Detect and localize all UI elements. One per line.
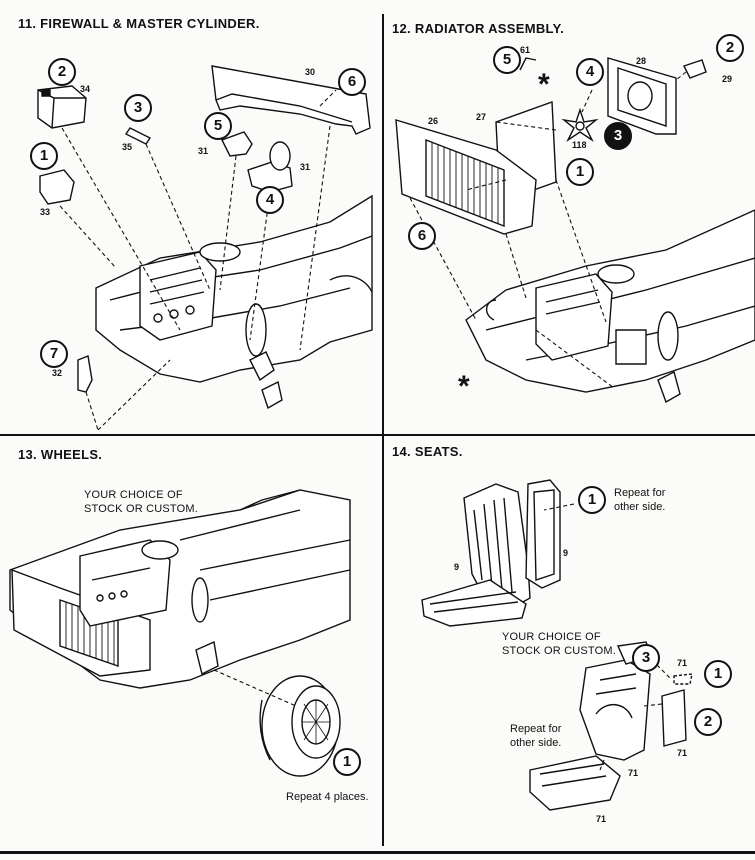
radiator-assembly-illustration <box>386 30 755 430</box>
callout-1: 1 <box>30 142 58 170</box>
part-number-27: 27 <box>476 112 487 122</box>
part-number-61: 61 <box>520 45 531 55</box>
callout-5: 5 <box>493 46 521 74</box>
step-13-title: 13. WHEELS. <box>18 447 103 462</box>
part-number-9-b: 9 <box>563 548 569 558</box>
asterisk-marker: * <box>458 370 470 403</box>
callout-6: 6 <box>408 222 436 250</box>
callout-3-filled: 3 <box>604 122 632 150</box>
seats-illustration <box>400 470 700 830</box>
callout-4: 4 <box>576 58 604 86</box>
asterisk-marker: * <box>538 68 550 101</box>
part-number-33: 33 <box>40 207 51 217</box>
callout-1: 1 <box>333 748 361 776</box>
callout-2: 2 <box>48 58 76 86</box>
part-number-28: 28 <box>636 56 647 66</box>
part-number-32: 32 <box>52 368 63 378</box>
part-number-118: 118 <box>572 140 587 150</box>
repeat-note: Repeat for other side. <box>510 723 562 749</box>
repeat-note: Repeat for other side. <box>614 487 666 513</box>
horizontal-divider <box>0 434 755 436</box>
part-number-71-a: 71 <box>677 658 688 668</box>
callout-1: 1 <box>566 158 594 186</box>
part-number-31-b: 31 <box>300 162 311 172</box>
callout-7: 7 <box>40 340 68 368</box>
callout-1: 1 <box>704 660 732 688</box>
callout-6: 6 <box>338 68 366 96</box>
callout-4: 4 <box>256 186 284 214</box>
step-11-title: 11. FIREWALL & MASTER CYLINDER. <box>18 16 260 31</box>
callout-1: 1 <box>578 486 606 514</box>
part-number-30: 30 <box>305 67 316 77</box>
callout-3: 3 <box>124 94 152 122</box>
part-number-35: 35 <box>122 142 133 152</box>
vertical-divider <box>382 14 384 846</box>
part-number-31-a: 31 <box>198 146 209 156</box>
step-12-title: 12. RADIATOR ASSEMBLY. <box>392 21 565 36</box>
callout-2: 2 <box>694 708 722 736</box>
part-number-9-a: 9 <box>454 562 460 572</box>
part-number-34: 34 <box>80 84 91 94</box>
repeat-note: Repeat 4 places. <box>286 791 369 803</box>
bottom-border <box>0 851 755 854</box>
callout-2: 2 <box>716 34 744 62</box>
part-number-71-d: 71 <box>596 814 607 824</box>
choice-note: YOUR CHOICE OF STOCK OR CUSTOM. <box>502 631 617 657</box>
callout-3: 3 <box>632 644 660 672</box>
firewall-master-cylinder-illustration <box>0 30 380 430</box>
wheels-illustration <box>0 470 380 840</box>
part-number-29: 29 <box>722 74 733 84</box>
part-number-26: 26 <box>428 116 439 126</box>
part-number-71-c: 71 <box>628 768 639 778</box>
choice-note: YOUR CHOICE OF STOCK OR CUSTOM. <box>84 489 199 515</box>
step-14-title: 14. SEATS. <box>392 444 463 459</box>
callout-5: 5 <box>204 112 232 140</box>
part-number-71-b: 71 <box>677 748 688 758</box>
